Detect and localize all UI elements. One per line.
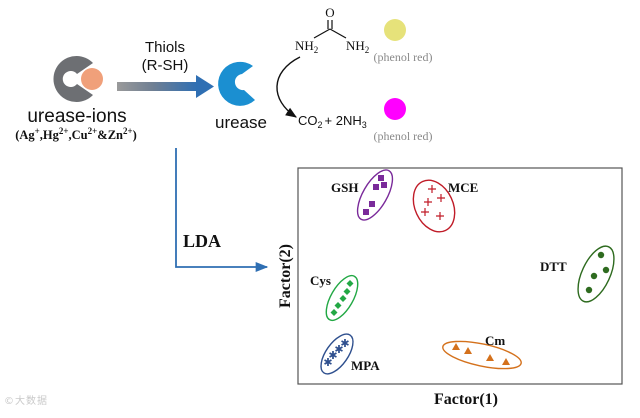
cluster-cm-ellipse xyxy=(442,340,522,370)
urea-amine-right: NH2 xyxy=(346,38,369,55)
ion-hg-charge: 2+ xyxy=(59,126,69,136)
products-equation: CO2+ 2NH3 xyxy=(298,113,367,130)
gsh-point xyxy=(378,175,384,181)
reagent-formula: (R-SH) xyxy=(142,57,189,74)
cluster-mpa: ✱ ✱ ✱ ✱ MPA xyxy=(320,333,380,375)
cluster-cm: Cm xyxy=(442,333,522,370)
mce-point xyxy=(428,185,436,193)
ion-zn-charge: 2+ xyxy=(123,126,133,136)
ion-list: (Ag+,Hg2+,Cu2+&Zn2+) xyxy=(15,126,137,142)
cluster-mpa-ellipse xyxy=(320,333,354,375)
cm-point xyxy=(486,354,494,361)
mce-points xyxy=(421,185,445,220)
method-label: LDA xyxy=(183,231,221,251)
ion-sep-3: & xyxy=(97,128,107,142)
mce-point xyxy=(424,198,432,206)
ion-cu: Cu xyxy=(72,128,88,142)
plot-frame xyxy=(297,167,623,385)
enzyme-label: urease xyxy=(215,113,267,132)
cluster-cys-ellipse xyxy=(325,274,359,322)
cys-point xyxy=(330,309,338,316)
ion-hg: Hg xyxy=(43,128,60,142)
cluster-gsh-ellipse xyxy=(356,169,394,221)
ion-zn: Zn xyxy=(108,128,123,142)
dtt-point xyxy=(597,251,605,259)
lda-arrow xyxy=(175,148,269,273)
gsh-point xyxy=(363,209,369,215)
urea-structure: NH2 NH2 O xyxy=(295,5,369,55)
cluster-mpa-label: MPA xyxy=(351,358,380,373)
mpa-point: ✱ xyxy=(323,357,332,369)
urea-amine-left: NH2 xyxy=(295,38,318,55)
gsh-point xyxy=(373,184,379,190)
cluster-cys: Cys xyxy=(310,273,359,322)
x-axis-label: Factor(1) xyxy=(434,391,498,408)
ion-cu-charge: 2+ xyxy=(88,126,98,136)
indicator-label-after: (phenol red) xyxy=(374,129,433,143)
dtt-point xyxy=(585,286,593,294)
urea-nh-left-sub: 2 xyxy=(314,45,319,55)
mpa-point: ✱ xyxy=(328,350,337,362)
reaction-arrow xyxy=(117,75,214,98)
complex-label: urease-ions xyxy=(27,106,126,127)
cluster-gsh: GSH xyxy=(331,169,394,221)
mpa-point: ✱ xyxy=(340,338,349,350)
mce-point xyxy=(421,208,429,216)
cys-points xyxy=(330,280,354,316)
cluster-mce-label: MCE xyxy=(448,180,478,195)
urea-oxygen: O xyxy=(325,5,334,20)
urease-ion-complex-icon xyxy=(53,56,103,102)
product-nh-sub: 3 xyxy=(362,120,367,130)
cys-point xyxy=(339,295,347,302)
indicator-yellow-dot xyxy=(384,19,406,41)
cluster-cm-label: Cm xyxy=(485,333,505,348)
cluster-mce-ellipse xyxy=(412,179,456,233)
score-plot: Factor(1) Factor(2) GSH MCE xyxy=(277,167,623,408)
dtt-point xyxy=(590,272,598,280)
mpa-point: ✱ xyxy=(334,344,343,356)
cluster-dtt-label: DTT xyxy=(540,259,567,274)
cm-point xyxy=(464,347,472,354)
indicator-label-before: (phenol red) xyxy=(374,50,433,64)
mpa-points: ✱ ✱ ✱ ✱ xyxy=(323,338,349,369)
cluster-dtt: DTT xyxy=(540,245,615,303)
urease-enzyme-icon xyxy=(218,61,255,106)
reagent-label: Thiols xyxy=(145,39,185,56)
gsh-point xyxy=(369,201,375,207)
product-nh: + 2NH xyxy=(325,113,362,128)
mce-point xyxy=(437,194,445,202)
watermark: ©大数据 xyxy=(4,396,48,407)
cys-point xyxy=(334,302,342,309)
product-co: CO xyxy=(298,113,318,128)
mce-point xyxy=(436,212,444,220)
cm-points xyxy=(452,343,510,365)
ion-sep-1: , xyxy=(40,128,43,142)
gsh-point xyxy=(381,182,387,188)
cluster-gsh-label: GSH xyxy=(331,180,358,195)
dtt-point xyxy=(602,266,610,274)
indicator-magenta-dot xyxy=(384,98,406,120)
ion-ag: Ag xyxy=(19,128,35,142)
cys-point xyxy=(346,280,354,287)
ion-ag-charge: + xyxy=(35,126,40,136)
hydrolysis-arrow xyxy=(276,56,301,118)
ion-close: ) xyxy=(133,128,137,142)
urea-nh-right-sub: 2 xyxy=(365,45,370,55)
cluster-dtt-ellipse xyxy=(577,245,615,303)
cm-point xyxy=(452,343,460,350)
cys-point xyxy=(343,288,351,295)
ion-open: ( xyxy=(15,128,19,142)
product-co-sub: 2 xyxy=(318,120,323,130)
urea-nh-right: NH xyxy=(346,38,365,53)
ion-sep-2: , xyxy=(69,128,72,142)
cluster-mce: MCE xyxy=(412,179,478,233)
cm-point xyxy=(502,358,510,365)
cluster-cys-label: Cys xyxy=(310,273,331,288)
urea-nh-left: NH xyxy=(295,38,314,53)
y-axis-label: Factor(2) xyxy=(277,244,294,308)
